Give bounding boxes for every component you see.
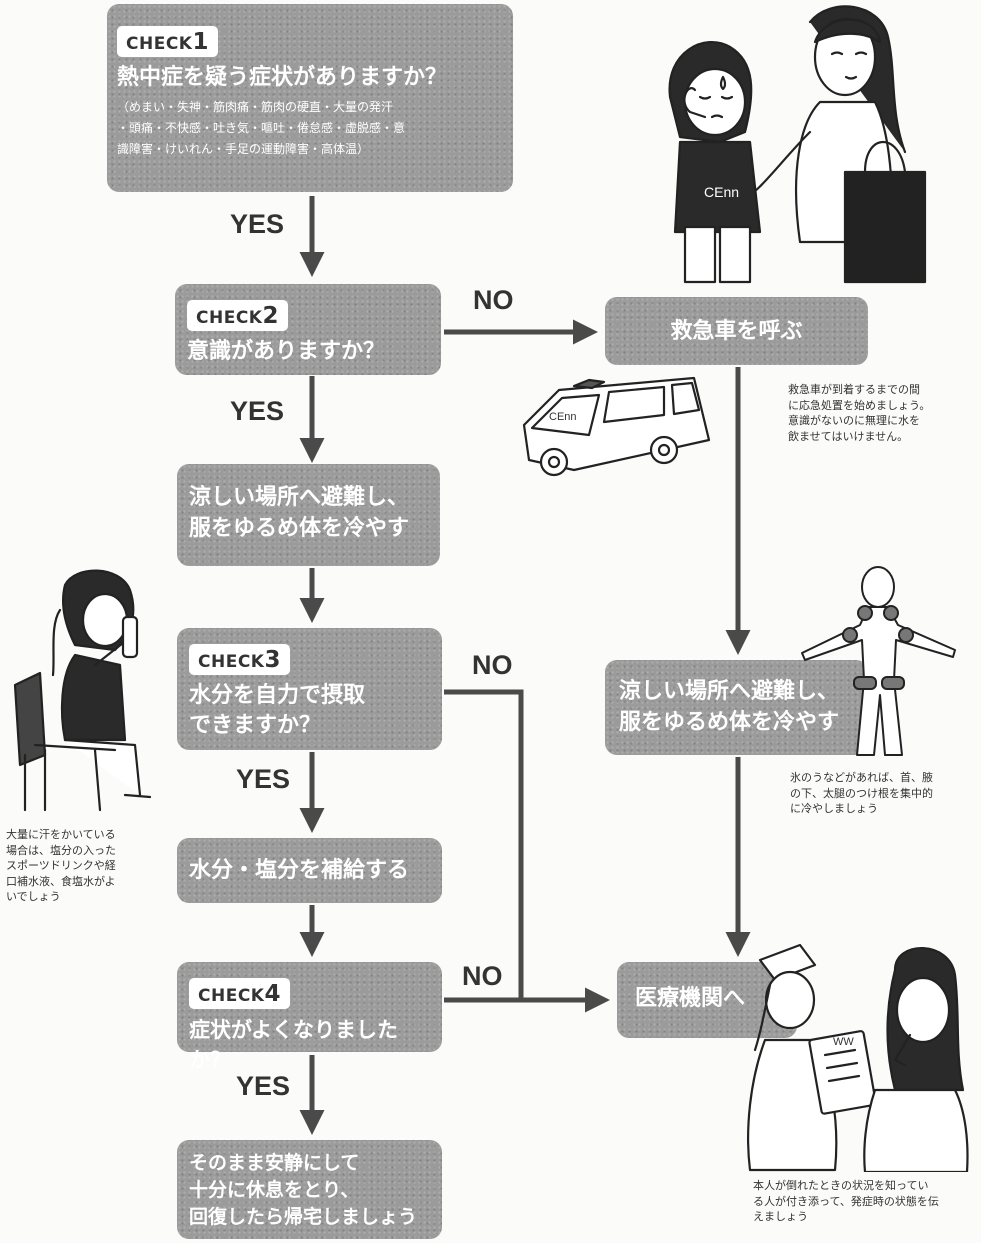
rest-text: そのまま安静にして 十分に休息をとり、 回復したら帰宅しましょう	[189, 1152, 418, 1228]
check1-box: CHECK1 熱中症を疑う症状がありますか？ （めまい・失神・筋肉痛・筋肉の硬直…	[107, 4, 513, 192]
check1-question: 熱中症を疑う症状がありますか？	[117, 65, 448, 90]
hospital-text: 医療機関へ	[635, 986, 746, 1011]
cool-down-box-right: 涼しい場所へ避難し、 服をゆるめ体を冷やす	[605, 660, 868, 755]
check4-badge: CHECK4	[189, 978, 290, 1009]
girl-and-teacher-illustration: CEnn	[668, 5, 927, 284]
ambulance-text: 救急車を呼ぶ	[670, 319, 803, 344]
cool-down-box-left: 涼しい場所へ避難し、 服をゆるめ体を冷やす	[177, 464, 440, 566]
ambulance-illustration: CEnn	[522, 376, 711, 477]
drink-note: 大量に汗をかいている 場合は、塩分の入った スポーツドリンクや経 口補水液、食塩…	[6, 828, 116, 903]
no-label-1: NO	[473, 285, 514, 315]
check4-question: 症状がよくなりましたか？	[189, 1018, 398, 1072]
cool-down-text-left: 涼しい場所へ避難し、 服をゆるめ体を冷やす	[189, 485, 410, 541]
shirt-logo: CEnn	[704, 184, 739, 200]
clipboard-text: WW	[833, 1036, 854, 1048]
body-cooling-illustration	[801, 566, 956, 756]
cool-down-text-right: 涼しい場所へ避難し、 服をゆるめ体を冷やす	[619, 679, 840, 735]
check1-badge: CHECK1	[117, 26, 218, 57]
ambulance-logo: CEnn	[549, 411, 577, 423]
yes-label-2: YES	[230, 396, 285, 426]
nurse-and-patient-illustration: WW	[747, 943, 969, 1172]
no-label-2: NO	[472, 650, 513, 680]
check2-box: CHECK2 意識がありますか？	[175, 284, 441, 375]
hydrate-text: 水分・塩分を補給する	[189, 858, 410, 883]
yes-label-4: YES	[236, 1071, 291, 1101]
hydrate-box: 水分・塩分を補給する	[177, 838, 442, 903]
girl-drinking-illustration	[13, 569, 152, 812]
check3-badge: CHECK3	[189, 644, 290, 675]
check1-symptoms: （めまい・失神・筋肉痛・筋肉の硬直・大量の発汗 ・頭痛・不快感・吐き気・嘔吐・倦…	[117, 100, 406, 156]
ambulance-note: 救急車が到着するまでの間 に応急処置を始めましょう。 意識がないのに無理に水を …	[788, 383, 931, 443]
check2-question: 意識がありますか？	[187, 339, 386, 364]
check2-badge: CHECK2	[187, 300, 288, 331]
line-check3-no	[444, 689, 524, 1000]
rest-box: そのまま安静にして 十分に休息をとり、 回復したら帰宅しましょう	[177, 1140, 442, 1239]
no-label-3: NO	[462, 961, 503, 991]
cooling-note: 氷のうなどがあれば、首、腋 の下、太腿のつけ根を集中的 に冷やしましょう	[790, 771, 933, 815]
yes-label-3: YES	[236, 764, 291, 794]
check4-box: CHECK4 症状がよくなりましたか？	[177, 962, 442, 1072]
yes-label-1: YES	[230, 209, 285, 239]
check3-box: CHECK3 水分を自力で摂取 できますか？	[177, 628, 442, 750]
check3-question: 水分を自力で摂取 できますか？	[189, 683, 366, 738]
hospital-note: 本人が倒れたときの状況を知ってい る人が付き添って、発症時の状態を伝 えましょう	[753, 1179, 939, 1223]
ambulance-box: 救急車を呼ぶ	[605, 297, 868, 365]
